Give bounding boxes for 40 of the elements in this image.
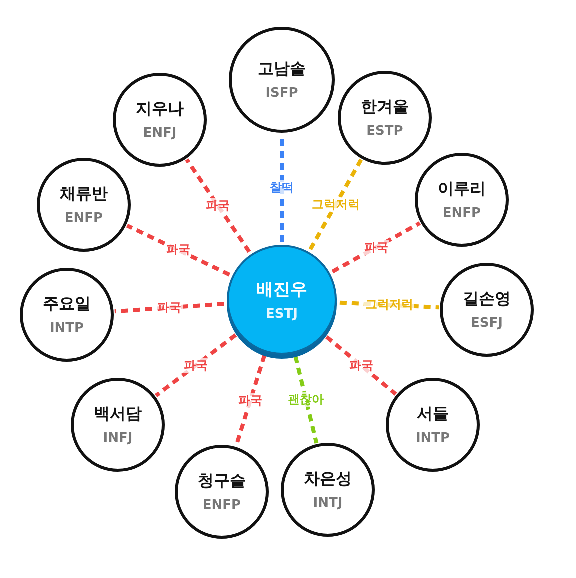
edge-label: 파국 [348, 358, 374, 374]
person-name: 이루리 [438, 179, 486, 200]
person-name: 고남솔 [258, 59, 306, 80]
person-name: 서들 [417, 404, 449, 425]
person-name: 채류반 [60, 184, 108, 205]
edge-label: 파국 [165, 242, 192, 258]
edge-label: 찰떡 [269, 180, 295, 196]
edge-label: 파국 [205, 198, 232, 214]
edge-label: 파국 [238, 393, 264, 408]
person-name: 배진우 [256, 279, 308, 301]
person-name: 길손영 [463, 289, 511, 310]
edge-label: 파국 [183, 358, 210, 374]
dashed-connector [185, 158, 252, 254]
edge-label: 파국 [363, 240, 390, 256]
person-name: 한겨울 [361, 97, 409, 118]
mbti-type: INTJ [313, 496, 343, 511]
mbti-type: INTP [50, 321, 84, 336]
mbti-type: INTP [416, 431, 450, 446]
person-name: 차은성 [304, 469, 352, 490]
mbti-type: ESTJ [266, 307, 298, 322]
edge-label: 파국 [156, 300, 182, 316]
edge-label: 그럭저럭 [364, 298, 414, 313]
person-name: 청구슬 [198, 471, 246, 492]
dashed-connector [154, 334, 238, 398]
edge-label: 그럭저럭 [310, 197, 361, 212]
mbti-type: ENFP [202, 498, 242, 513]
person-name: 지우나 [136, 99, 184, 120]
dashed-connector [332, 222, 422, 274]
dashed-connector [308, 158, 364, 251]
mbti-type: ENFP [442, 206, 482, 221]
mbti-type: ESTP [366, 124, 404, 139]
mbti-type: ISFP [266, 86, 298, 101]
mbti-type: ESFJ [471, 316, 503, 331]
person-name: 주요일 [43, 294, 91, 315]
mbti-type: INFJ [103, 431, 133, 446]
dashed-connector [294, 356, 319, 444]
mbti-type: ENFP [64, 211, 104, 226]
person-name: 백서담 [94, 404, 142, 425]
mbti-type: ENFJ [143, 126, 177, 141]
edge-label: 괜찮아 [287, 392, 326, 408]
